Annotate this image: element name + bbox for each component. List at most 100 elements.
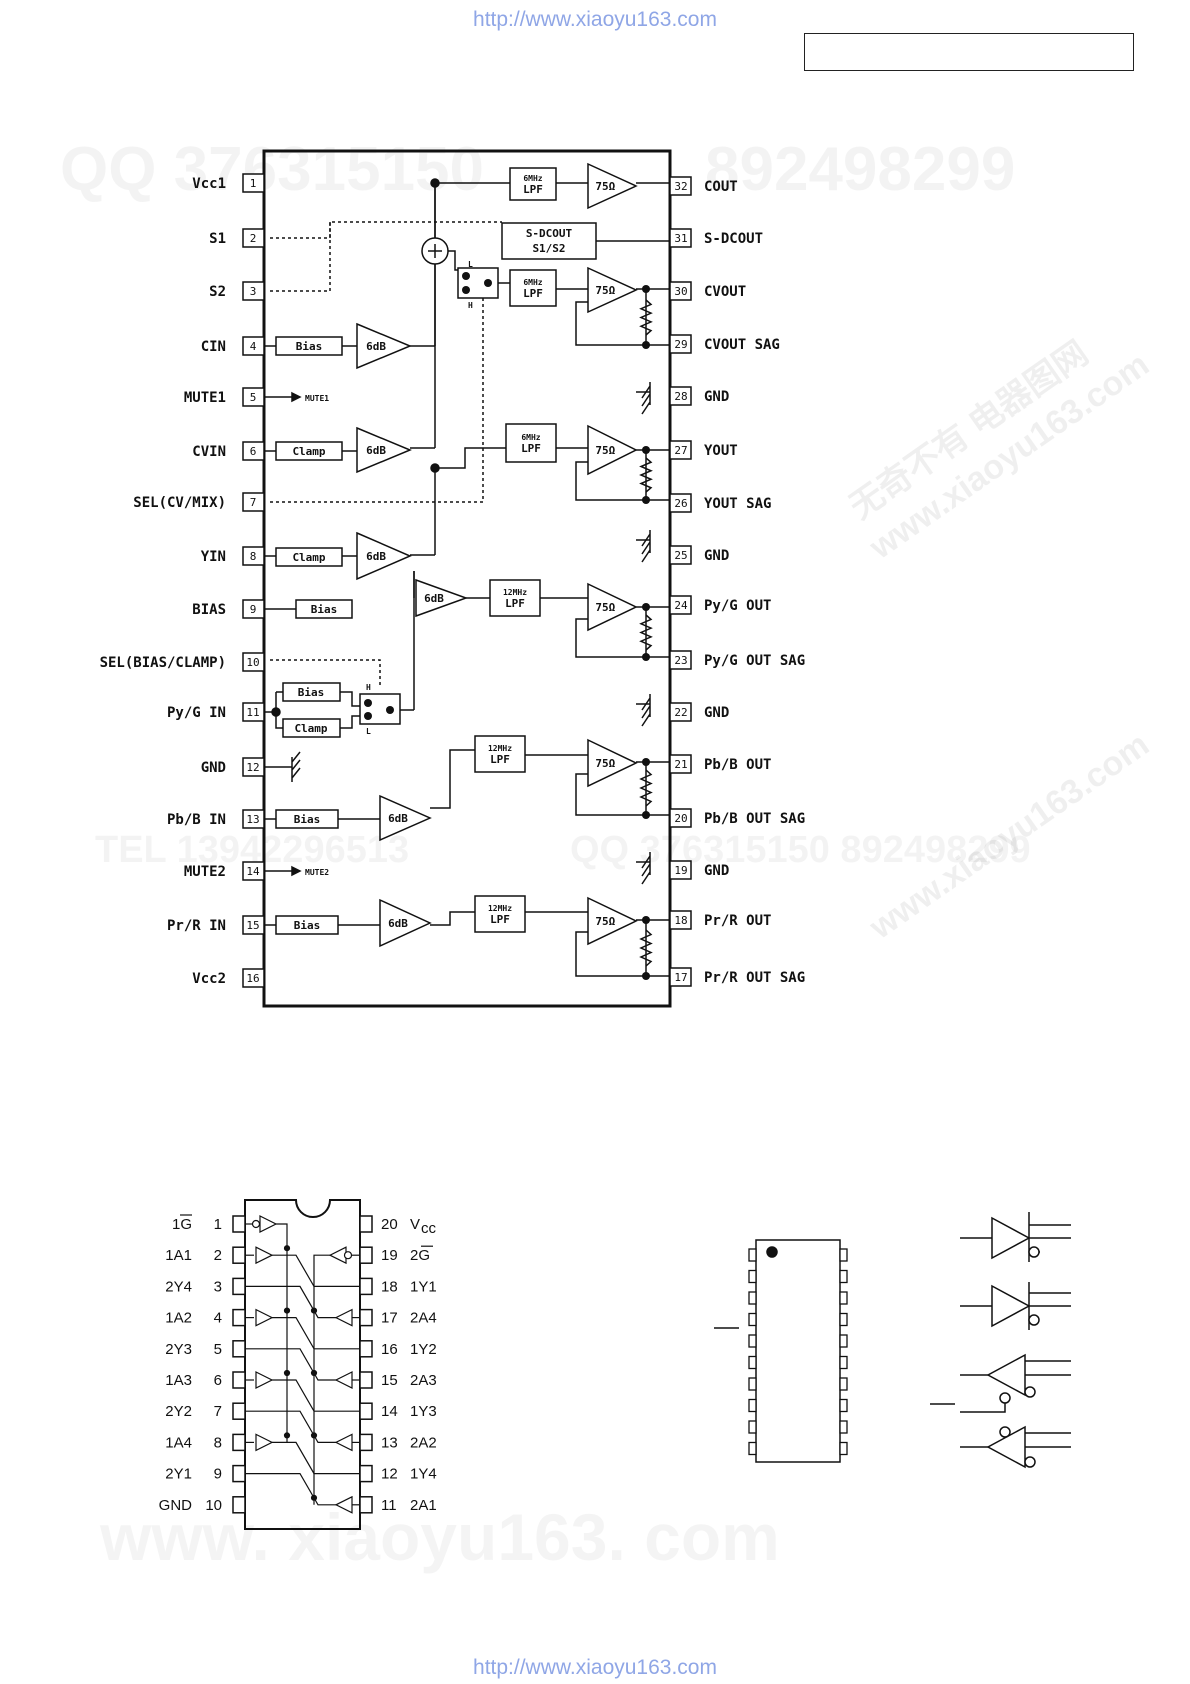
mute1-label: MUTE1 [305,394,329,403]
ic1-pin-label: YOUT [704,443,738,459]
buffer-symbol-2 [991,1284,1031,1328]
package-right-pin [839,1377,848,1391]
package-left-pin [748,1291,757,1305]
amp-gain-label: 6dB [388,812,408,825]
pyg-bias-block [282,682,341,702]
buffer-ic-pinout [244,1199,361,1530]
ic1-pin-number: 6 [250,445,257,458]
ic1-pin-box-32 [669,176,692,196]
buffer-2a-3 [334,1433,353,1452]
ic2-pin-box-12 [359,1464,373,1483]
ic2-pin-box-20 [359,1215,373,1233]
lpf-label: LPF [523,287,543,300]
package-right-pin [839,1248,848,1262]
ic1-pin-number: 18 [674,914,687,927]
ic2-pin-number: 10 [205,1497,222,1514]
ic2-gates [245,1215,360,1514]
amp-gain-label: 6dB [388,917,408,930]
ic1-pin-label: COUT [704,179,738,195]
gate-symbols [930,1212,1071,1469]
amp-75ohm-label: 75Ω [595,180,615,193]
enable-1g-buffer [259,1215,278,1233]
output-amp-75ohm [587,582,638,632]
ic1-pin-label: Vcc1 [192,176,226,192]
ic2-pin-label: 1A2 [165,1310,192,1327]
sag-resistor [639,299,653,336]
cin-bias-block [275,336,343,356]
amp-75ohm-label: 75Ω [595,284,615,297]
buffer-symbol-3 [986,1353,1026,1397]
ic1-pin-number: 29 [674,338,687,351]
ic1-pin-number: 1 [250,177,257,190]
ic1-pin-label: CVIN [192,444,226,460]
ic1-pin-label: Pr/R OUT SAG [704,970,805,986]
package-right-pin [839,1398,848,1413]
ic1-pin-label: CIN [201,339,226,355]
ic2-pin-label: 1Y4 [410,1466,437,1483]
package-outline [714,1239,848,1463]
clamp-label: Clamp [292,551,325,564]
package-body [755,1239,841,1463]
bottom-url[interactable]: http://www.xiaoyu163.com [473,1656,717,1679]
ic2-pin-number: 11 [381,1497,397,1514]
buffer-2a-2 [334,1371,353,1389]
ic1-pin-box-24 [669,595,692,615]
package-right-pin [839,1334,848,1348]
junction-dot [642,446,650,454]
lpf-block [509,269,557,307]
top-url[interactable]: http://www.xiaoyu163.com [473,8,717,31]
ic2-pin-label: 2Y4 [165,1278,192,1295]
package-left-pin [748,1269,757,1284]
package-right-pin [839,1312,848,1327]
ic1-pin-label: GND [704,705,729,721]
package-left-pin [748,1355,757,1370]
ic1-pin-label: Pb/B OUT [704,757,771,773]
lpf-frequency: 6MHz [521,433,540,442]
watermark-qq-mid: QQ 376315150 892498299 [570,829,1031,871]
junction-dot [462,286,470,294]
ground-symbols [641,382,651,885]
junction-dot [364,712,372,720]
package-right-pin [839,1291,848,1305]
ic2-pin-box-11 [359,1496,373,1514]
sag-resistor [639,929,653,967]
ic2-pin-number: 14 [381,1403,398,1420]
ic2-pin-box-7 [232,1402,246,1420]
ic1-pin-number: 26 [674,497,687,510]
ic1-pin-number: 9 [250,603,257,616]
output-amp-75ohm [587,162,638,210]
ic1-pin-number: 28 [674,390,687,403]
gain-amp-6db [379,898,432,948]
junction-dot [642,285,650,293]
ic1-pin-label: Py/G IN [167,705,226,721]
sdcout-sub-label: S1/S2 [532,242,565,255]
amp-gain-label: 6dB [424,592,444,605]
ic1-pin-box-21 [669,754,692,774]
ic2-pin-label: 1Y1 [410,1278,437,1295]
ic2-pin-box-18 [359,1277,373,1296]
ic1-pin-label: Pr/R OUT [704,913,771,929]
bias-clamp-switch [359,693,401,725]
ic1-pin-box-11 [242,702,265,722]
ic2-pin-label: 2Y1 [165,1466,192,1483]
ic1-pin-number: 31 [674,232,687,245]
ic1-pin-box-28 [669,386,692,406]
lpf-block [474,735,526,773]
junction-dot [642,811,650,819]
pyg-clamp-block [282,718,341,738]
bias-label: Bias [311,603,338,616]
junction-dot [642,496,650,504]
switch-h-label: H [468,301,473,310]
sdcout-label: S-DCOUT [526,227,573,240]
ic1-pin-box-4 [242,336,265,356]
switch-l-label: L [468,260,473,269]
sag-resistor [639,769,653,807]
ic2-pin-label: 1A3 [165,1372,192,1389]
lpf-frequency: 12MHz [488,744,512,753]
ic1-pin-box-19 [669,860,692,880]
junction-dot [386,706,394,714]
gain-amp-6db [356,531,412,581]
ic1-pin-box-23 [669,650,692,670]
amp-gain-label: 6dB [366,444,386,457]
ic1-pin-number: 25 [674,549,687,562]
